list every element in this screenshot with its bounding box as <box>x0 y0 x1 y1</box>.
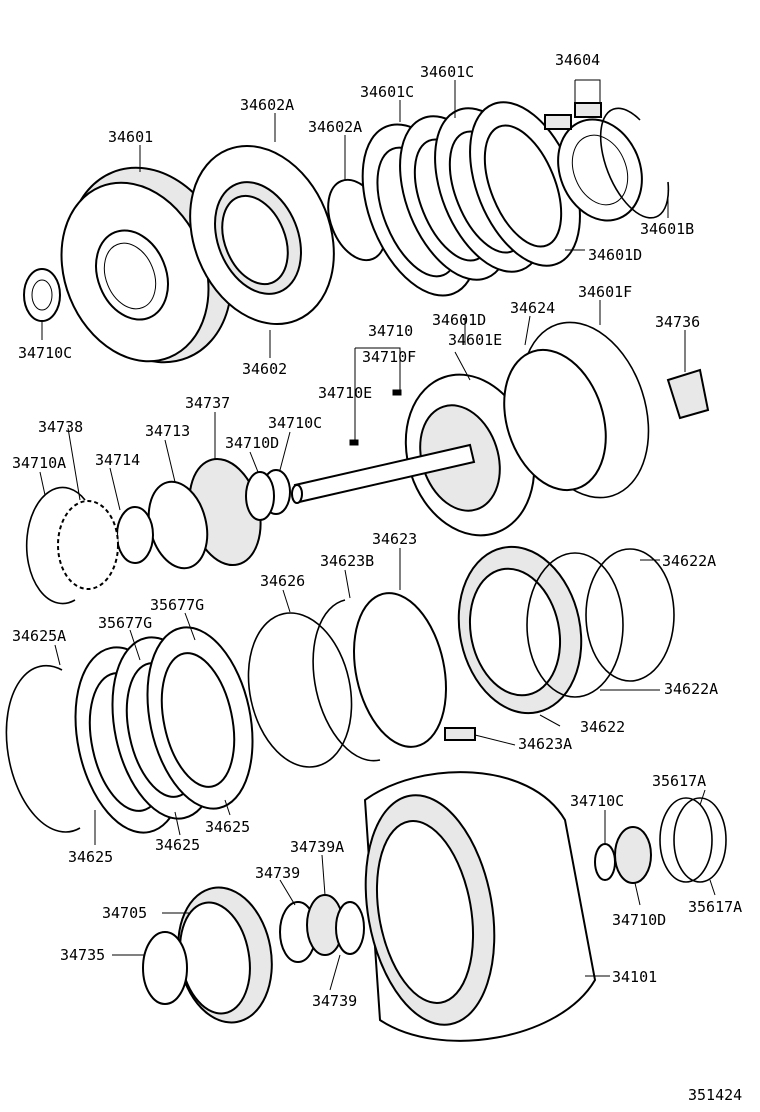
label-35677G-a: 35677G <box>150 596 204 614</box>
label-34626: 34626 <box>260 572 305 590</box>
snap-ring-34625A <box>5 664 81 833</box>
clutch-pack-34625 <box>74 626 254 834</box>
label-35617A-bottom: 35617A <box>688 898 742 916</box>
label-34101: 34101 <box>612 968 657 986</box>
label-34601B: 34601B <box>640 220 694 238</box>
label-34710C-right: 34710C <box>570 792 624 810</box>
label-34601D-right: 34601D <box>588 246 642 264</box>
label-34602: 34602 <box>242 360 287 378</box>
snap-ring-34601B <box>599 107 670 219</box>
label-34623: 34623 <box>372 530 417 548</box>
label-34601C-b: 34601C <box>360 83 414 101</box>
label-34601F: 34601F <box>578 283 632 301</box>
race-34739-b <box>335 901 365 955</box>
clutch-plates-34601C <box>361 101 581 297</box>
label-34710F: 34710F <box>362 348 416 366</box>
ring-34626 <box>247 612 353 768</box>
piston-34623 <box>353 592 447 748</box>
label-34604: 34604 <box>555 51 600 69</box>
transfer-case-34101 <box>363 771 597 1042</box>
snap-ring-34710A <box>25 486 86 605</box>
label-34739-bottom: 34739 <box>312 992 357 1010</box>
ring-35617A-b <box>673 797 727 883</box>
label-34601E: 34601E <box>448 331 502 349</box>
label-34739A: 34739A <box>290 838 344 856</box>
label-34624: 34624 <box>510 299 555 317</box>
seal-34710C-right <box>594 843 616 881</box>
label-34710D-middle: 34710D <box>225 434 279 452</box>
label-34710C-left: 34710C <box>18 344 72 362</box>
label-34710C-middle: 34710C <box>268 414 322 432</box>
label-34602A-top: 34602A <box>240 96 294 114</box>
key-34710E <box>392 389 402 396</box>
label-34710A: 34710A <box>12 454 66 472</box>
seal-34710C-left <box>23 268 61 322</box>
clip-34736 <box>666 368 710 420</box>
label-35617A-top: 35617A <box>652 772 706 790</box>
bearing-34710D-right <box>614 826 652 884</box>
ring-gear-34601E <box>503 348 607 492</box>
label-34736: 34736 <box>655 313 700 331</box>
label-34710D-right: 34710D <box>612 911 666 929</box>
o-ring-34622A-outer <box>585 548 675 682</box>
shaft-34710 <box>291 443 476 504</box>
label-34739-top: 34739 <box>255 864 300 882</box>
label-34623A: 34623A <box>518 735 572 753</box>
o-ring-34622A-inner <box>526 552 624 698</box>
label-34622: 34622 <box>580 718 625 736</box>
snap-ring-34623B <box>312 599 381 762</box>
springs-34623A <box>444 727 476 741</box>
bearing-34710D <box>245 471 275 521</box>
ring-35617A-a <box>659 797 713 883</box>
label-34625-a: 34625 <box>205 818 250 836</box>
thrust-plate-34735 <box>142 931 188 1005</box>
label-34602A-mid: 34602A <box>308 118 362 136</box>
plate-34602A <box>189 144 335 326</box>
label-34710: 34710 <box>368 322 413 340</box>
key-34710F <box>349 439 359 446</box>
label-34601D-mid: 34601D <box>432 311 486 329</box>
label-34622A-bottom: 34622A <box>664 680 718 698</box>
label-35677G-b: 35677G <box>98 614 152 632</box>
reference-number: 351424 <box>688 1086 742 1104</box>
piston-34622 <box>457 545 583 715</box>
label-34601: 34601 <box>108 128 153 146</box>
label-34601C-a: 34601C <box>420 63 474 81</box>
label-34714: 34714 <box>95 451 140 469</box>
label-34622A-top: 34622A <box>662 552 716 570</box>
label-34625-b: 34625 <box>155 836 200 854</box>
label-34713: 34713 <box>145 422 190 440</box>
label-34738: 34738 <box>38 418 83 436</box>
label-34737: 34737 <box>185 394 230 412</box>
label-34735: 34735 <box>60 946 105 964</box>
leader-lines <box>39 79 716 991</box>
bearing-34714 <box>116 506 154 564</box>
sprocket-34738 <box>57 500 119 590</box>
label-34625-c: 34625 <box>68 848 113 866</box>
label-34623B: 34623B <box>320 552 374 570</box>
label-34705: 34705 <box>102 904 147 922</box>
ring-gear-34705 <box>177 886 273 1024</box>
label-34625A: 34625A <box>12 627 66 645</box>
label-34710E: 34710E <box>318 384 372 402</box>
